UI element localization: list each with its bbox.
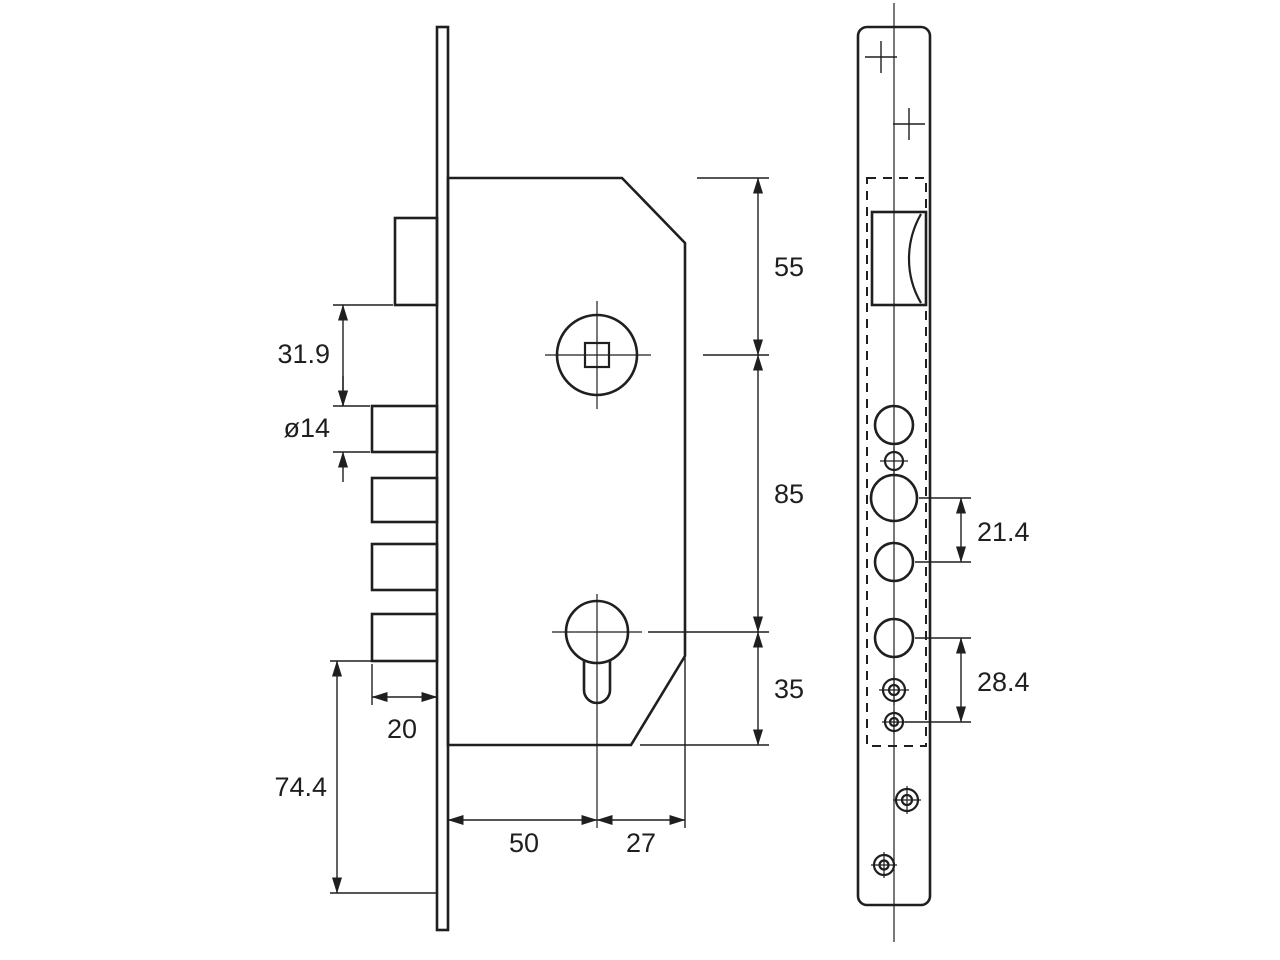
latch-opening xyxy=(870,210,928,307)
faceplate-edge xyxy=(435,25,450,932)
dim-35-label: 35 xyxy=(774,674,804,704)
dim-85-label: 85 xyxy=(774,479,804,509)
dim-28-4-label: 28.4 xyxy=(977,667,1030,697)
deadbolt-2 xyxy=(370,476,439,524)
hidden-case-outline xyxy=(866,177,927,747)
deadbolt-1 xyxy=(370,404,439,454)
dim-dia14-label: ø14 xyxy=(283,413,330,443)
dim-74-4-label: 74.4 xyxy=(274,772,327,802)
dim-50-label: 50 xyxy=(509,828,539,858)
dimensions-front-view: 21.4 28.4 xyxy=(905,497,1030,723)
bolt-hole-1 xyxy=(873,404,915,446)
screw-cross-top-1 xyxy=(865,41,897,73)
dimensions-side-view: 55 85 35 31.9 ø14 20 74.4 xyxy=(274,177,804,894)
bolt-hole-4 xyxy=(873,617,915,659)
lock-case-body xyxy=(446,176,687,747)
screw-hole-lower-1 xyxy=(893,786,921,814)
grommet-hole-1 xyxy=(879,675,909,705)
latch-bolt xyxy=(393,216,439,307)
small-hole-2 xyxy=(882,710,906,734)
bolt-hole-3 xyxy=(873,541,915,583)
side-view xyxy=(370,25,687,932)
deadbolt-3 xyxy=(370,542,439,592)
screw-hole-lower-2 xyxy=(871,852,897,878)
faceplate-front xyxy=(856,25,932,907)
dim-21-4-label: 21.4 xyxy=(977,517,1030,547)
dim-55-label: 55 xyxy=(774,252,804,282)
front-view xyxy=(856,3,932,942)
screw-cross-top-2 xyxy=(893,108,925,140)
latch-bevel-curve xyxy=(907,213,922,304)
deadbolt-4 xyxy=(370,612,439,663)
small-hole-1 xyxy=(880,447,908,475)
dim-27-label: 27 xyxy=(626,828,656,858)
bolt-hole-2 xyxy=(869,473,919,523)
dim-20-label: 20 xyxy=(387,714,417,744)
dim-31-9-label: 31.9 xyxy=(277,339,330,369)
